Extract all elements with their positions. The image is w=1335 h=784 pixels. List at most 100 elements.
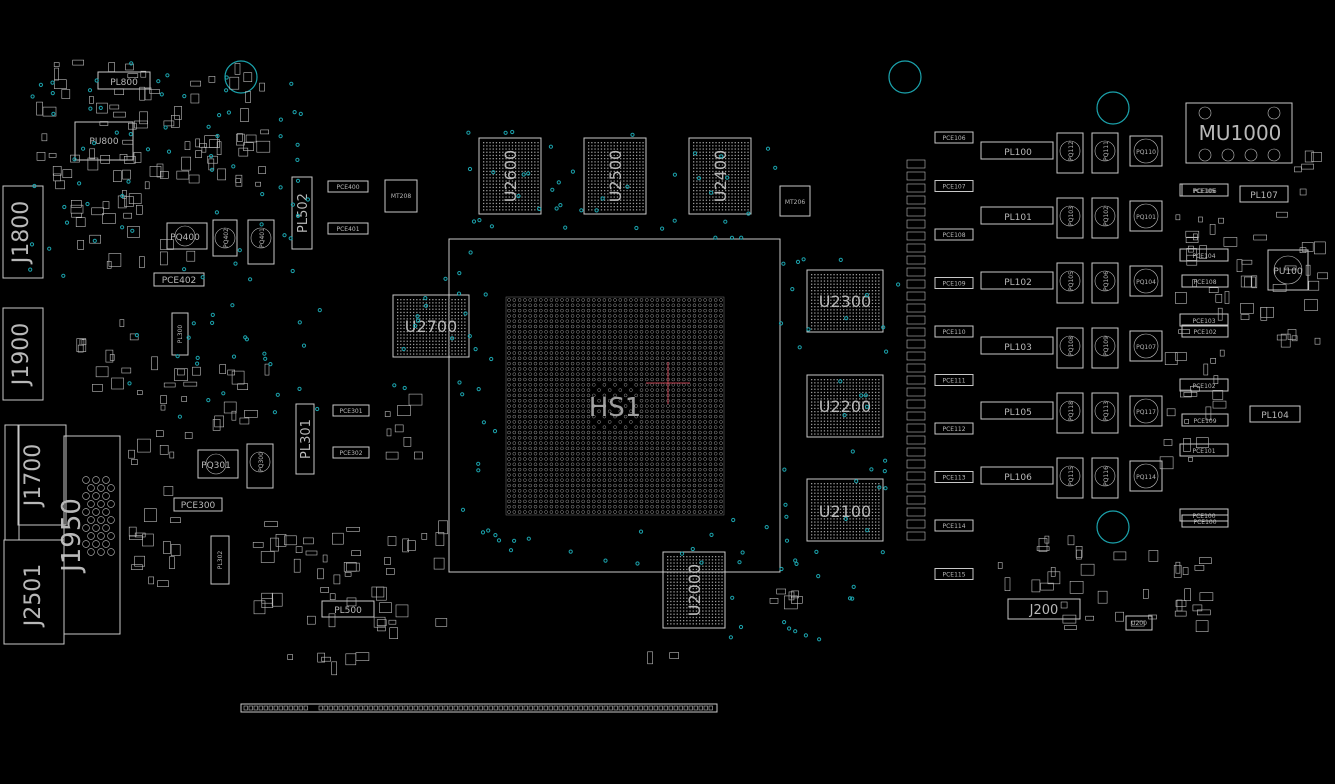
bga-ball — [539, 351, 543, 355]
bga-ball — [639, 335, 644, 339]
memory-outline — [688, 137, 752, 215]
memory-ball — [397, 311, 399, 314]
module-mu1000[interactable]: MU1000 — [1185, 102, 1293, 164]
memory-ball — [852, 318, 854, 321]
memory-u2300[interactable]: U2300 — [806, 269, 884, 333]
memory-ball — [448, 311, 450, 314]
connector-j1900[interactable]: J1900 — [2, 307, 44, 401]
memory-ball — [833, 527, 835, 530]
memory-ball — [432, 327, 434, 330]
cap-pce401[interactable]: PCE401 — [327, 222, 369, 235]
ic-pu100[interactable]: PU100 — [1267, 249, 1309, 291]
connector-j1950[interactable]: J1950 — [57, 435, 121, 635]
bga-package[interactable]: HS1 — [448, 238, 781, 573]
cap-pce302[interactable]: PCE302 — [332, 446, 370, 459]
memory-u2400[interactable]: U2400 — [688, 137, 752, 215]
bga-ball — [655, 324, 660, 329]
memory-ball — [695, 610, 698, 612]
memory-u2100[interactable]: U2100 — [806, 478, 884, 542]
memory-ball — [817, 414, 819, 416]
memory-ball — [859, 537, 861, 539]
bga-ball — [639, 298, 644, 302]
memory-u2600[interactable]: U2600 — [478, 137, 542, 215]
memory-ball — [441, 327, 444, 330]
memory-ball — [811, 395, 813, 397]
inductor-pl500[interactable]: PL500 — [321, 600, 375, 618]
memory-ball — [457, 308, 460, 310]
bga-ball — [539, 457, 543, 461]
connector-j200[interactable]: J200 — [1007, 598, 1081, 620]
mosfet-pq401[interactable]: PQ401 — [247, 219, 275, 265]
cap-pce301[interactable]: PCE301 — [332, 404, 370, 417]
memory-ball — [871, 427, 874, 429]
memory-ball — [711, 562, 714, 564]
ic-u200[interactable]: U200 — [1125, 615, 1153, 631]
bga-ball — [602, 298, 607, 302]
cap-pce402[interactable]: PCE402 — [153, 272, 205, 287]
memory-ball — [693, 202, 695, 205]
memory-u2200[interactable]: U2200 — [806, 374, 884, 438]
bga-ball — [671, 340, 676, 345]
mosfet-pq400[interactable]: PQ400 — [166, 222, 208, 250]
bga-ball — [698, 420, 702, 424]
connector-j2501[interactable]: J2501 — [3, 539, 65, 645]
bga-ball — [570, 303, 575, 308]
cap-pce300[interactable]: PCE300 — [173, 497, 223, 512]
bga-ball — [544, 425, 548, 429]
bga-ball — [528, 425, 532, 429]
bga-ball — [528, 436, 532, 440]
connector-j1800[interactable]: J1800 — [2, 185, 44, 279]
memory-ball — [731, 183, 733, 185]
bga-ball — [719, 483, 723, 488]
module-mt208[interactable]: MT208 — [384, 179, 418, 213]
bga-ball — [666, 510, 670, 514]
mosfet-pq402[interactable]: PQ402 — [212, 219, 238, 257]
mosfet-pq300[interactable]: PQ300 — [246, 443, 274, 489]
memory-ball — [875, 382, 877, 384]
bga-ball — [698, 404, 702, 408]
memory-ball — [814, 312, 816, 314]
memory-ball — [875, 427, 877, 429]
memory-ball — [699, 180, 701, 182]
memory-ball — [676, 562, 678, 564]
bga-ball — [560, 504, 564, 509]
memory-ball — [811, 499, 813, 501]
inductor-pl300[interactable]: PL300 — [171, 312, 189, 356]
memory-ball — [741, 167, 743, 169]
bga-ball — [629, 510, 633, 514]
bga-ball — [592, 483, 596, 488]
bga-ball — [528, 494, 532, 498]
bga-ball — [507, 430, 511, 435]
memory-ball — [639, 190, 641, 192]
bga-ball — [565, 489, 570, 493]
memory-ball — [852, 534, 854, 536]
cap-pce400[interactable]: PCE400 — [327, 180, 369, 193]
bga-ball — [565, 441, 570, 445]
memory-ball — [715, 594, 717, 596]
inductor-pl502[interactable]: PL502 — [291, 176, 313, 250]
inductor-pl107[interactable]: PL107 — [1239, 185, 1289, 203]
memory-ball — [636, 145, 638, 147]
inductor-pl104[interactable]: PL104 — [1249, 405, 1301, 423]
mosfet-pq301[interactable]: PQ301 — [197, 449, 239, 479]
memory-ball — [676, 556, 678, 558]
memory-u2000[interactable]: U2000 — [662, 551, 726, 629]
memory-u2500[interactable]: U2500 — [583, 137, 647, 215]
inductor-pl800[interactable]: PL800 — [97, 71, 151, 90]
module-mt206[interactable]: MT206 — [779, 185, 811, 217]
bga-ball — [666, 356, 670, 361]
memory-ball — [830, 322, 832, 324]
inductor-pl302[interactable]: PL302 — [210, 535, 230, 585]
memory-ball — [693, 180, 695, 182]
bga-ball — [713, 478, 718, 482]
memory-ball — [639, 183, 641, 185]
bga-ball — [507, 414, 511, 419]
ic-pu800[interactable]: PU800 — [74, 121, 134, 161]
memory-ball — [811, 414, 813, 416]
memory-ball — [683, 594, 685, 596]
memory-ball — [432, 299, 434, 301]
inductor-pl301[interactable]: PL301 — [295, 403, 315, 475]
memory-ball — [537, 193, 539, 195]
memory-ball — [830, 502, 832, 504]
